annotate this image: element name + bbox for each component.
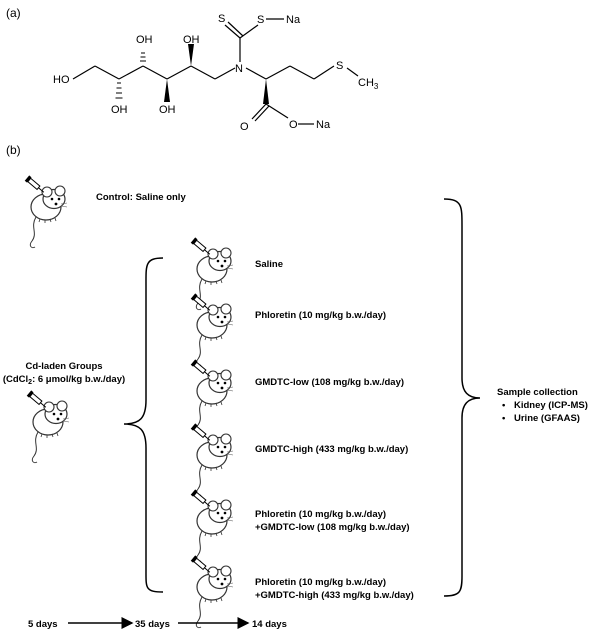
sample-item-kidney: Kidney (ICP-MS) [514,400,588,411]
atom-na-bottom: Na [316,119,331,131]
chemical-structure [72,18,359,125]
sample-bullet-1: • [502,400,506,411]
sample-collection-title: Sample collection [497,387,578,398]
group-label-4: GMDTC-high (433 mg/kg b.w./day) [255,444,408,455]
atom-o-carbonyl: O [240,121,249,133]
sample-bullet-2: • [502,413,506,424]
chemical-atom-labels: S S Na N S CH3 OH OH OH OH HO O O Na [53,13,379,133]
timeline: 5 days 35 days 14 days [28,617,287,630]
group-label-5a: Phloretin (10 mg/kg b.w./day) [255,509,386,520]
atom-oh-2: OH [183,34,200,46]
cd-group-title: Cd-laden Groups [25,361,102,372]
atom-ch3: CH3 [358,77,379,91]
atom-s-side: S [336,60,343,72]
atom-ho: HO [53,74,70,86]
left-brace [123,257,164,593]
control-label: Control: Saline only [96,192,186,203]
mouse-icon-group-6 [190,554,234,629]
mouse-icon-cd-group [26,389,70,464]
mouse-icon-group-4 [190,422,234,497]
right-brace [443,198,481,597]
group-label-6b: +GMDTC-high (433 mg/kg b.w./day) [255,590,414,601]
group-mice [190,236,234,629]
group-label-5b: +GMDTC-low (108 mg/kg b.w./day) [255,522,410,533]
timeline-label-1: 5 days [28,619,58,630]
timeline-label-2: 35 days [135,619,170,630]
atom-o-ester: O [289,119,298,131]
atom-oh-1: OH [136,34,153,46]
group-label-6a: Phloretin (10 mg/kg b.w./day) [255,577,386,588]
group-label-3: GMDTC-low (108 mg/kg b.w./day) [255,377,404,388]
cd-group-dose: (CdCl2: 6 μmol/kg b.w./day) [3,374,125,386]
group-label-1: Saline [255,259,283,270]
sample-item-urine: Urine (GFAAS) [514,413,580,424]
panel-label-b: (b) [6,143,21,157]
atom-oh-3: OH [111,104,128,116]
atom-s-double: S [218,13,225,25]
group-label-2: Phloretin (10 mg/kg b.w./day) [255,310,386,321]
mouse-icon-control [24,174,68,249]
atom-na-top: Na [286,14,301,26]
atom-s-thiolate: S [257,14,264,26]
timeline-label-3: 14 days [252,619,287,630]
mouse-icon-group-5 [190,488,234,563]
atom-oh-4: OH [159,104,176,116]
mouse-icon-group-3 [190,358,234,433]
atom-n: N [235,63,243,75]
panel-label-a: (a) [6,6,21,20]
